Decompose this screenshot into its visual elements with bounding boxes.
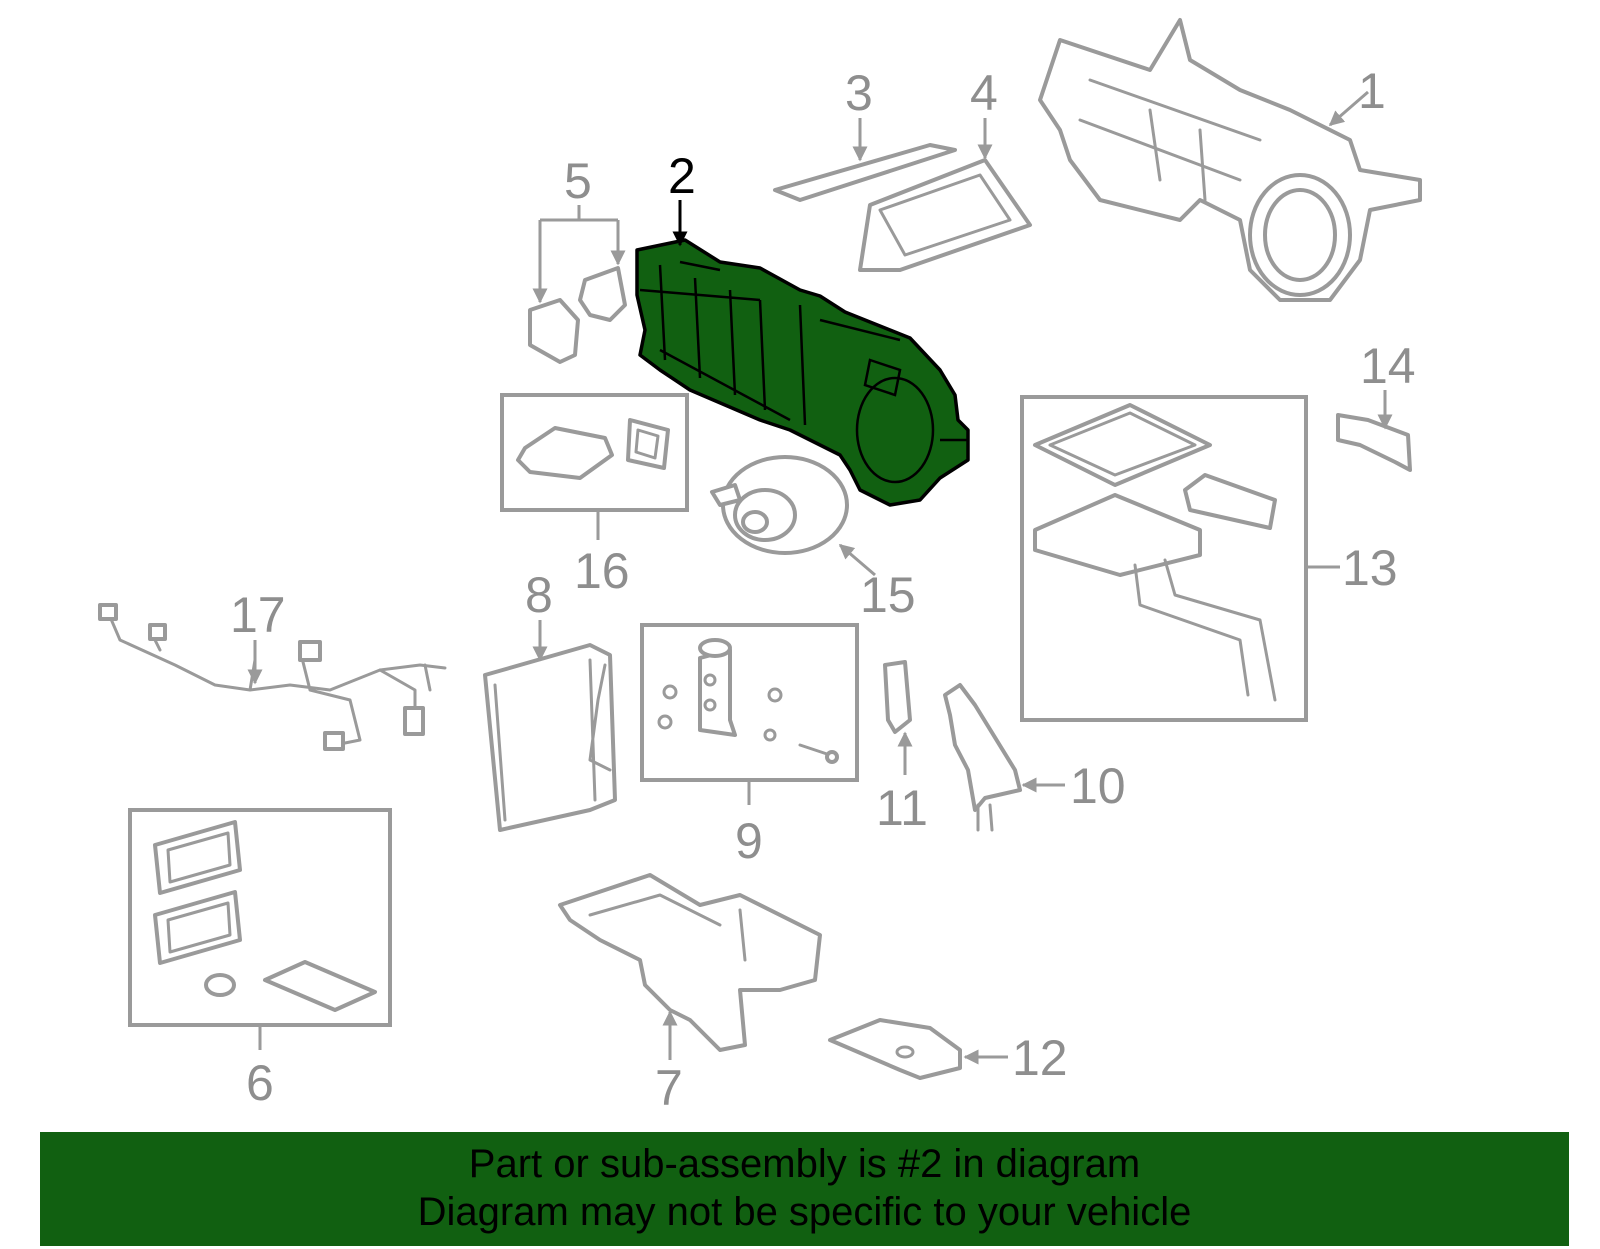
callout-8: 8 <box>525 567 553 623</box>
part-2-housing <box>635 238 970 507</box>
callout-12: 12 <box>1012 1030 1068 1086</box>
callout-7: 7 <box>655 1060 683 1116</box>
banner-line-1: Part or sub-assembly is #2 in diagram <box>468 1142 1141 1186</box>
callout-6: 6 <box>246 1055 274 1111</box>
info-banner: Part or sub-assembly is #2 in diagram Di… <box>40 1132 1569 1246</box>
part-16-box <box>500 393 689 512</box>
leader-lines <box>247 90 1393 1065</box>
part-14 <box>1336 413 1412 472</box>
part-13-box <box>1020 395 1308 722</box>
part-5-pieces <box>528 266 627 364</box>
callout-17: 17 <box>230 587 286 643</box>
banner-line-2: Diagram may not be specific to your vehi… <box>417 1190 1192 1234</box>
callout-1: 1 <box>1358 63 1386 119</box>
callout-numbers: 1 2 3 4 5 6 7 8 9 10 11 12 13 14 15 16 1… <box>230 63 1416 1116</box>
part-8-evaporator <box>483 643 617 832</box>
part-3 <box>773 143 957 202</box>
part-11 <box>883 660 912 734</box>
callout-13: 13 <box>1342 540 1398 596</box>
callout-11: 11 <box>876 780 928 836</box>
callout-5: 5 <box>564 153 592 209</box>
callout-3: 3 <box>845 65 873 121</box>
part-1-duct <box>1038 18 1422 302</box>
callout-9: 9 <box>735 813 763 869</box>
callout-4: 4 <box>970 65 998 121</box>
callout-2[interactable]: 2 <box>668 148 696 204</box>
callout-15: 15 <box>860 567 916 623</box>
callout-16: 16 <box>574 543 630 599</box>
part-15-blower <box>710 455 849 555</box>
part-10 <box>943 683 1022 832</box>
part-9-box <box>640 623 859 782</box>
part-6-box <box>128 808 392 1027</box>
callout-10: 10 <box>1070 758 1126 814</box>
part-4 <box>858 158 1032 272</box>
part-12 <box>828 1018 962 1080</box>
callout-14: 14 <box>1360 338 1416 394</box>
part-7 <box>558 873 822 1052</box>
